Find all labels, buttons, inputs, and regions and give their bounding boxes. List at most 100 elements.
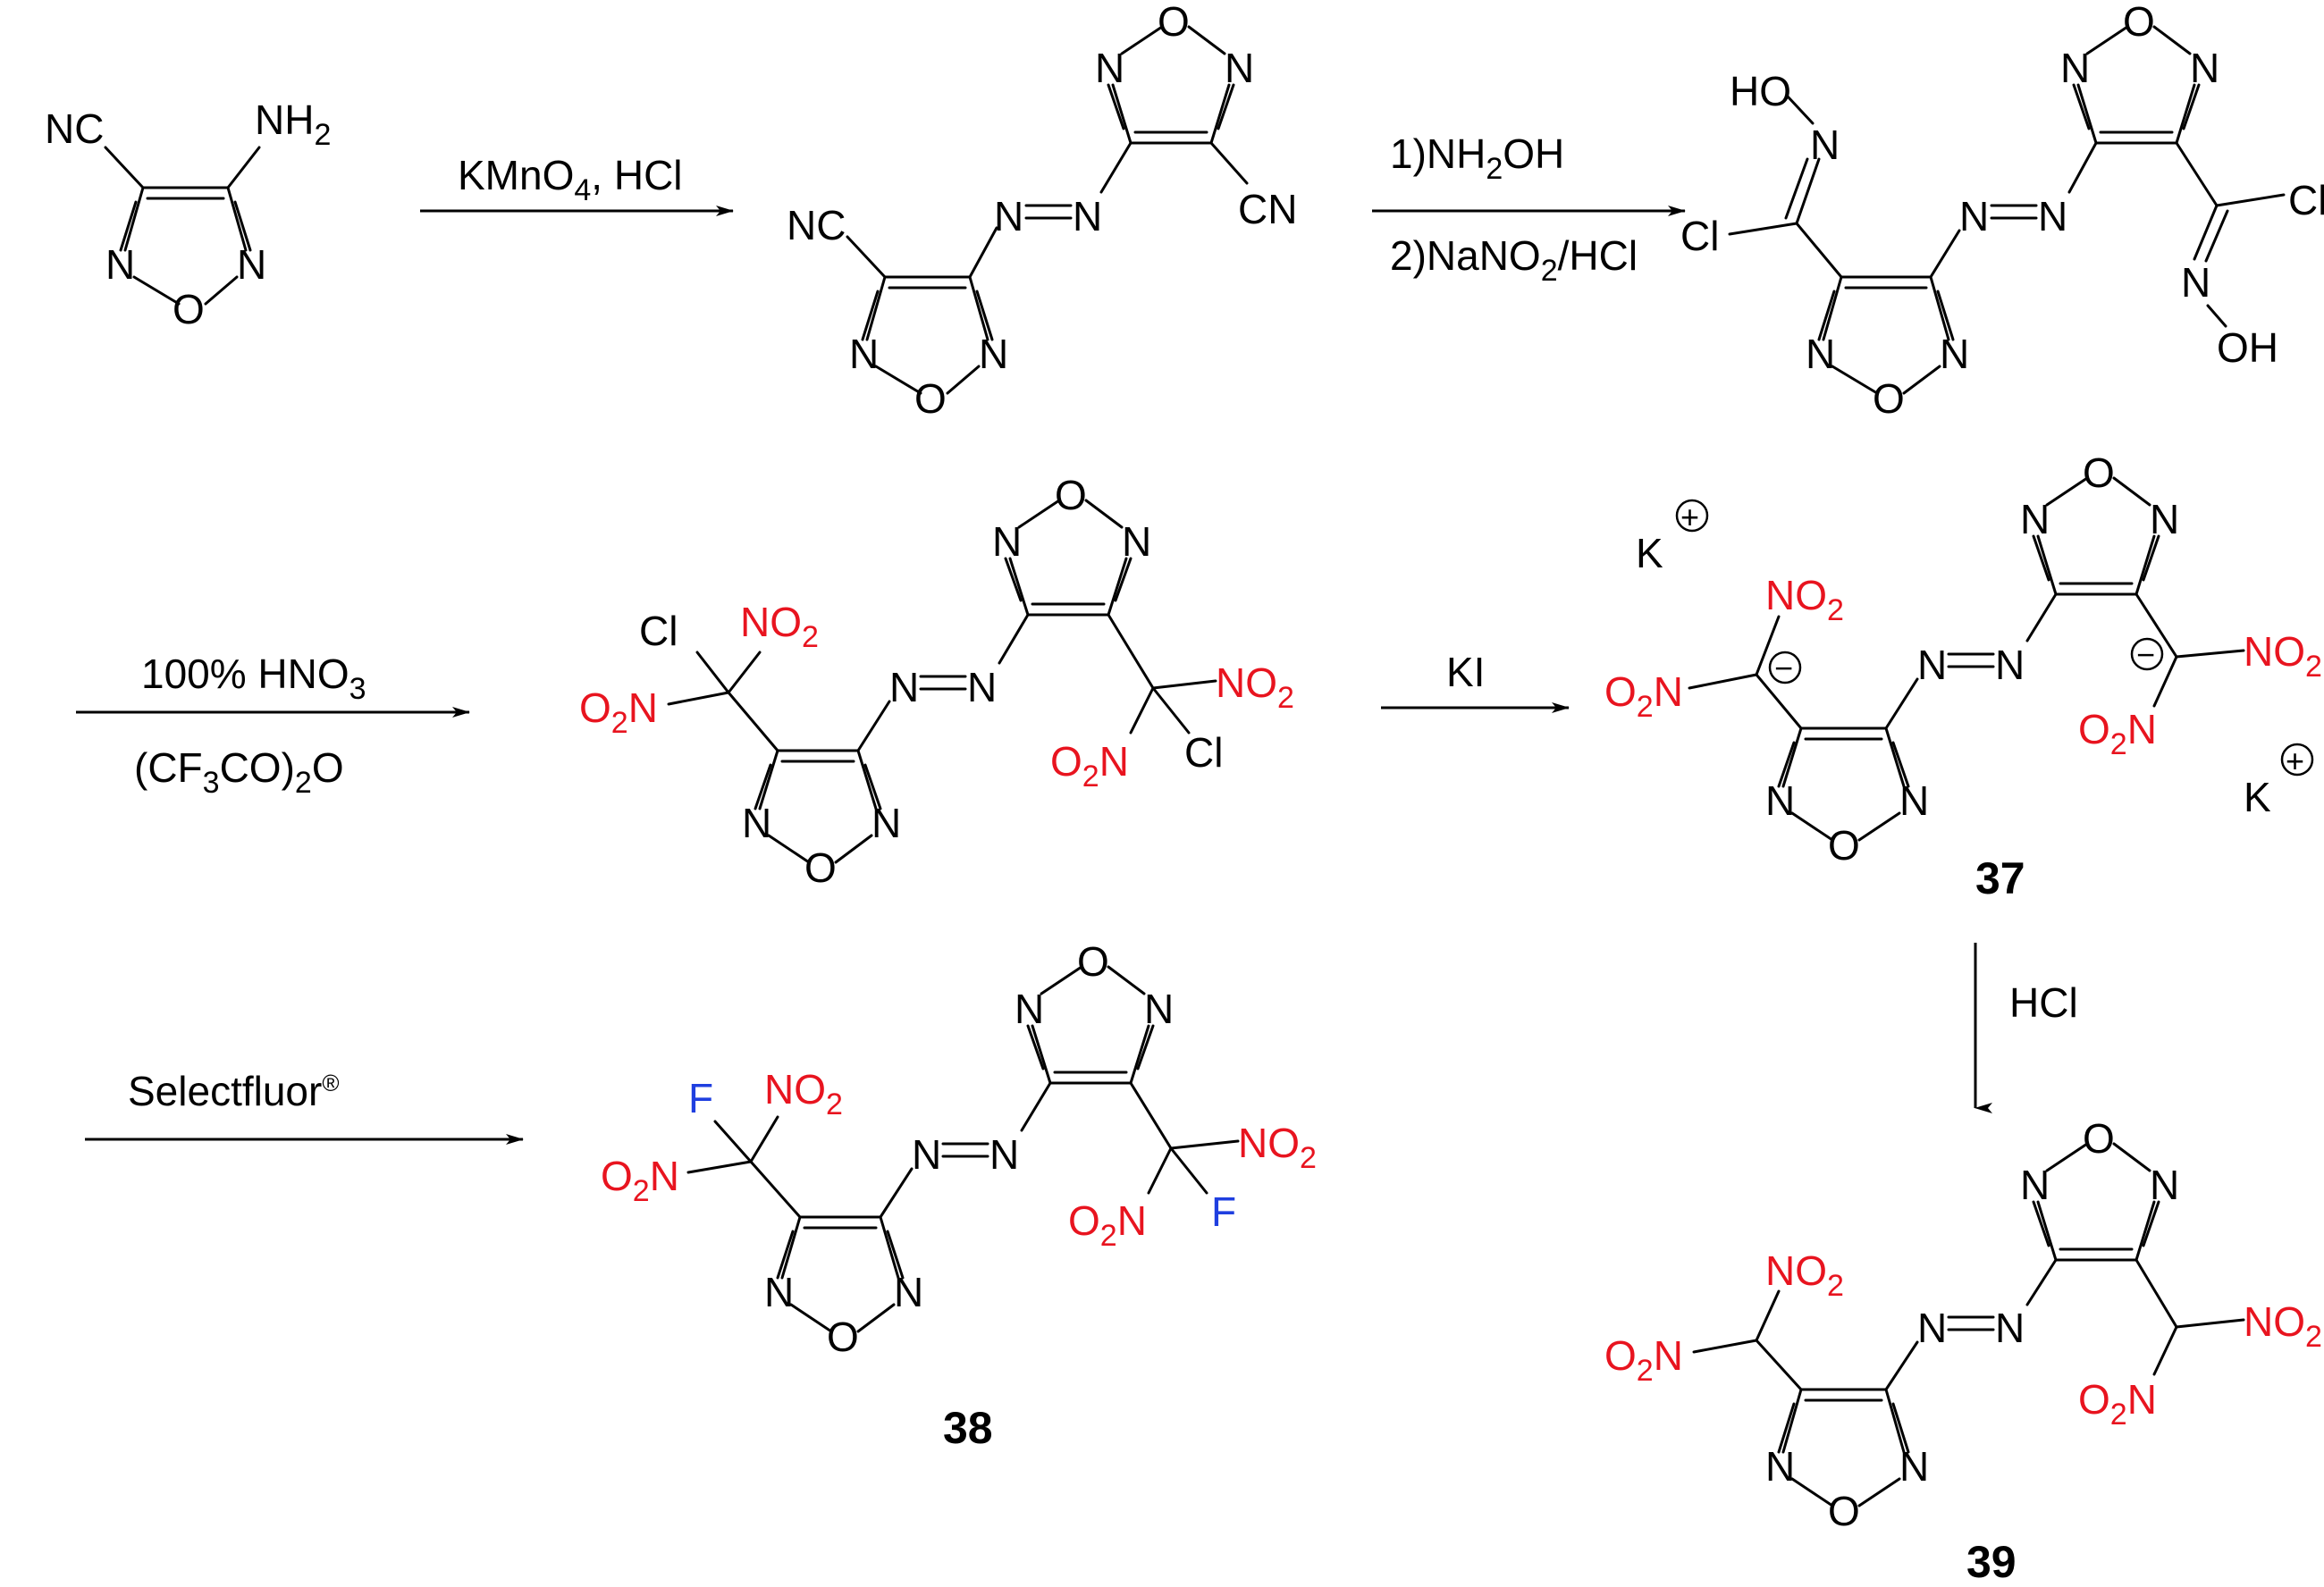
svg-text:NO2: NO2 [740,599,819,654]
svg-text:O: O [1873,375,1905,422]
compound-bis-chloroxime: N N O Cl N HO N N N N O Cl [1680,0,2324,422]
svg-text:N: N [1917,642,1947,688]
svg-text:O: O [1828,1488,1860,1534]
svg-text:O: O [2083,1115,2115,1162]
svg-text:F: F [688,1075,713,1121]
svg-text:N: N [1899,1443,1929,1490]
svg-text:+: + [2286,743,2304,779]
svg-text:O: O [914,375,947,422]
svg-text:F: F [1211,1188,1236,1235]
svg-text:N: N [979,331,1008,377]
svg-text:N: N [1899,777,1929,824]
svg-text:N: N [2190,45,2219,91]
reagent-ki: KI [1446,649,1485,695]
svg-text:CN: CN [1238,186,1297,232]
svg-text:Cl: Cl [1184,729,1223,776]
svg-text:N: N [872,800,901,846]
svg-text:N: N [894,1269,923,1315]
svg-text:N: N [2150,496,2179,542]
svg-text:N: N [2020,496,2050,542]
compound-number-39: 39 [1966,1537,2017,1587]
svg-text:N: N [1959,193,1989,239]
svg-text:N: N [1015,986,1044,1032]
svg-text:NO2: NO2 [1216,659,1294,715]
svg-text:K: K [1636,530,1663,576]
svg-text:NO2: NO2 [1238,1120,1317,1175]
svg-text:O2N: O2N [1604,1332,1683,1388]
svg-text:O2N: O2N [2078,1376,2157,1432]
svg-text:N: N [1095,45,1124,91]
svg-text:NO2: NO2 [1765,572,1844,627]
compound-azo-dicyanofurazan: NC N N O N N N N O CN [787,0,1297,422]
svg-text:N: N [1995,1305,2025,1351]
svg-text:NH2: NH2 [255,97,331,152]
svg-text:+: + [1680,499,1699,535]
reagent-hcl: HCl [2009,979,2078,1026]
svg-text:N: N [1810,122,1840,168]
svg-text:N: N [1122,518,1151,565]
svg-text:N: N [237,241,266,288]
reagent-nh2oh: 1)NH2OH [1390,130,1564,186]
svg-text:O: O [1158,0,1190,45]
svg-text:N: N [994,193,1023,239]
compound-bis-chlorodinitromethyl: N N O Cl NO2 O2N N N N N O NO2 O [579,472,1294,891]
svg-text:K: K [2244,774,2271,820]
reagent-selectfluor: Selectfluor® [128,1068,340,1114]
svg-text:N: N [2181,259,2210,306]
svg-text:NO2: NO2 [2244,1298,2322,1354]
svg-text:N: N [1917,1305,1947,1351]
svg-text:Cl: Cl [1680,213,1719,259]
svg-text:N: N [1765,1443,1795,1490]
reagent-nano2-hcl: 2)NaNO2/HCl [1390,232,1638,288]
reagent-kmno4-hcl: KMnO4, HCl [458,152,683,207]
svg-text:O2N: O2N [1068,1197,1147,1253]
svg-text:N: N [992,518,1022,565]
compound-38: N N O F NO2 O2N N N N N O NO2 O2 [601,938,1317,1453]
svg-text:N: N [1073,193,1102,239]
svg-text:O2N: O2N [1050,738,1129,794]
svg-text:O2N: O2N [579,684,658,740]
svg-text:Cl: Cl [2288,177,2324,223]
svg-text:N: N [912,1131,941,1178]
svg-text:N: N [1225,45,1254,91]
reagent-hno3: 100% HNO3 [141,651,366,706]
svg-text:NO2: NO2 [2244,628,2322,684]
svg-text:O2N: O2N [1604,668,1683,724]
svg-text:O2N: O2N [601,1153,679,1208]
svg-text:NO2: NO2 [1765,1247,1844,1303]
svg-text:N: N [1995,642,2025,688]
svg-text:OH: OH [2217,324,2278,371]
svg-text:N: N [1144,986,1174,1032]
svg-text:O: O [1828,822,1860,869]
compound-number-37: 37 [1975,853,2025,903]
svg-text:N: N [2020,1162,2050,1208]
svg-text:N: N [764,1269,794,1315]
svg-text:N: N [2150,1162,2179,1208]
svg-text:N: N [1940,331,1969,377]
svg-text:N: N [105,241,135,288]
compound-aminocyanofurazan: NC NH2 N N O [45,97,331,332]
svg-text:O: O [2083,449,2115,496]
svg-text:O: O [1077,938,1109,985]
svg-text:N: N [742,800,771,846]
svg-text:O: O [1055,472,1087,518]
svg-text:N: N [2060,45,2090,91]
svg-text:N: N [889,664,919,710]
svg-text:N: N [1765,777,1795,824]
svg-text:Cl: Cl [639,608,678,654]
svg-text:N: N [967,664,997,710]
svg-text:O: O [173,286,205,332]
compound-37: K + N N O − NO2 O2N N N [1604,449,2322,903]
svg-text:NC: NC [45,105,104,152]
svg-text:NC: NC [787,202,846,248]
svg-text:O: O [804,844,837,891]
svg-text:O2N: O2N [2078,706,2157,761]
svg-text:N: N [2038,193,2067,239]
svg-text:O: O [2123,0,2155,45]
svg-text:NO2: NO2 [764,1066,843,1121]
svg-text:−: − [2136,636,2155,673]
svg-text:N: N [849,331,879,377]
svg-text:N: N [989,1131,1019,1178]
compound-39: N N O NO2 O2N N N N N O NO2 O2N 39 [1604,1115,2322,1587]
